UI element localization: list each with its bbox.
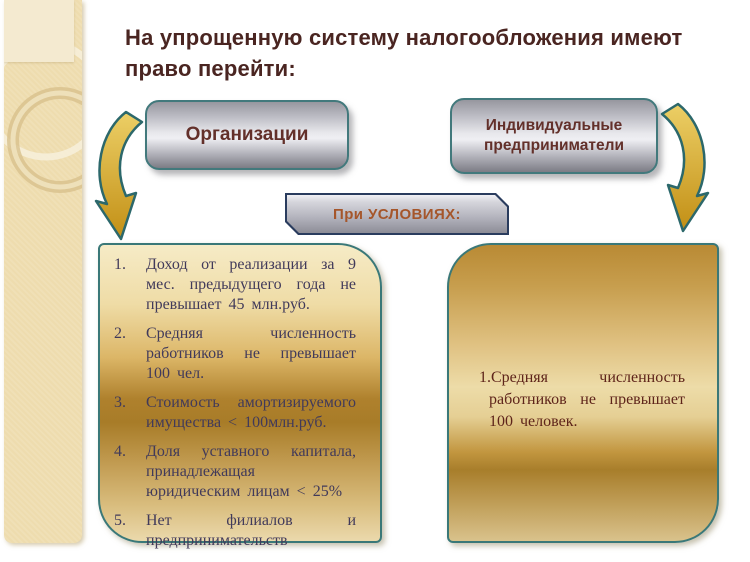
slide-title: На упрощенную систему налогообложения им… bbox=[125, 22, 735, 84]
list-item-number: 3. bbox=[114, 394, 126, 411]
list-item-text: Нет филиалов и предпринимательств bbox=[146, 512, 356, 549]
list-item: 5. Нет филиалов и предпринимательств bbox=[114, 511, 380, 551]
decorative-rings bbox=[4, 39, 82, 193]
list-item-text: Стоимость амортизируемого имущества < 10… bbox=[146, 394, 356, 431]
list-item-number: 5. bbox=[114, 512, 126, 529]
left-curved-arrow-icon bbox=[94, 110, 144, 241]
sidebar-decoration bbox=[4, 0, 82, 543]
title-line-1: На упрощенную систему налогообложения им… bbox=[125, 25, 683, 50]
organizations-conditions-panel: 1. Доход от реализации за 9 мес. предыду… bbox=[98, 243, 382, 549]
organizations-box: Организации bbox=[145, 100, 349, 170]
list-item: 3. Стоимость амортизируемого имущества <… bbox=[114, 393, 380, 433]
list-item-text: Средняя численность работников не превыш… bbox=[146, 325, 356, 382]
list-item-number: 1. bbox=[114, 256, 126, 273]
list-item-text: Доход от реализации за 9 мес. предыдущег… bbox=[146, 256, 356, 313]
list-item: 1. Доход от реализации за 9 мес. предыду… bbox=[114, 255, 380, 315]
list-item: 2. Средняя численность работников не пре… bbox=[114, 324, 380, 384]
list-item: 4. Доля уставного капитала, принадлежаща… bbox=[114, 442, 380, 502]
title-line-2: право перейти: bbox=[125, 56, 296, 81]
entrepreneurs-conditions-panel: 1.Средняя численность работников не прев… bbox=[447, 243, 719, 543]
list-item-number: 2. bbox=[114, 325, 126, 342]
organizations-label: Организации bbox=[185, 124, 309, 145]
sidebar-top-square bbox=[4, 0, 74, 62]
entrepreneurs-box: Индивидуальные предприниматели bbox=[450, 98, 658, 174]
right-curved-arrow-icon bbox=[660, 102, 710, 233]
conditions-label: При УСЛОВИЯХ: bbox=[333, 205, 461, 223]
list-item-text: Доля уставного капитала, принадлежащая ю… bbox=[146, 443, 356, 500]
entrepreneurs-label: Индивидуальные предприниматели bbox=[483, 117, 624, 154]
conditions-box-inner: При УСЛОВИЯХ: bbox=[287, 195, 507, 233]
entrepreneurs-condition-text: 1.Средняя численность работников не прев… bbox=[479, 369, 685, 430]
conditions-box: При УСЛОВИЯХ: bbox=[285, 193, 509, 235]
list-item-number: 4. bbox=[114, 443, 126, 460]
